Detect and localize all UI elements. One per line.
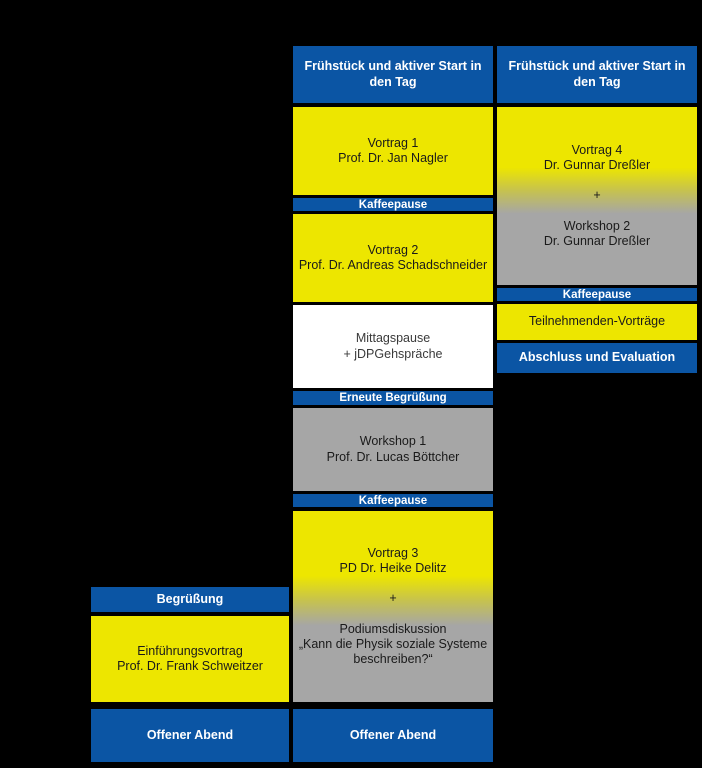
block-kaffeepause-day2-morning[interactable]: Kaffeepause <box>292 197 494 212</box>
block-erneute-begruessung[interactable]: Erneute Begrüßung <box>292 390 494 406</box>
block-vortrag-1[interactable]: Vortrag 1 Prof. Dr. Jan Nagler <box>292 106 494 196</box>
block-label: Workshop 1 Prof. Dr. Lucas Böttcher <box>326 434 460 464</box>
block-vortrag-4-workshop-2[interactable]: Vortrag 4 Dr. Gunnar Dreßler + Workshop … <box>496 106 698 286</box>
block-label: Erneute Begrüßung <box>339 392 447 404</box>
block-label: Vortrag 3 PD Dr. Heike Delitz + Podiumsd… <box>298 545 488 667</box>
block-label: Offener Abend <box>349 727 437 742</box>
block-fruehstueck-day3[interactable]: Frühstück und aktiver Start in den Tag <box>496 45 698 104</box>
block-fruehstueck-day2[interactable]: Frühstück und aktiver Start in den Tag <box>292 45 494 104</box>
block-abschluss-evaluation[interactable]: Abschluss und Evaluation <box>496 342 698 374</box>
block-label: Kaffeepause <box>358 198 428 211</box>
block-kaffeepause-day2-afternoon[interactable]: Kaffeepause <box>292 493 494 508</box>
block-workshop-1[interactable]: Workshop 1 Prof. Dr. Lucas Böttcher <box>292 407 494 492</box>
block-kaffeepause-day3[interactable]: Kaffeepause <box>496 287 698 302</box>
block-offener-abend-day1[interactable]: Offener Abend <box>90 708 290 763</box>
block-label: Teilnehmenden-Vorträge <box>528 314 666 329</box>
block-label: Offener Abend <box>146 727 234 742</box>
block-label: Kaffeepause <box>562 288 632 301</box>
block-vortrag-2[interactable]: Vortrag 2 Prof. Dr. Andreas Schadschneid… <box>292 213 494 303</box>
block-mittagspause[interactable]: Mittagspause + jDPGehspräche <box>292 304 494 389</box>
block-offener-abend-day2[interactable]: Offener Abend <box>292 708 494 763</box>
block-label: Vortrag 1 Prof. Dr. Jan Nagler <box>338 135 448 165</box>
block-label: Abschluss und Evaluation <box>518 350 676 365</box>
block-label: Vortrag 4 Dr. Gunnar Dreßler + Workshop … <box>543 142 651 249</box>
block-label: Begrüßung <box>156 591 224 606</box>
block-einfuehrungsvortrag[interactable]: Einführungsvortrag Prof. Dr. Frank Schwe… <box>90 615 290 703</box>
block-teilnehmenden-vortraege[interactable]: Teilnehmenden-Vorträge <box>496 303 698 341</box>
block-label: Kaffeepause <box>358 494 428 507</box>
block-label: Frühstück und aktiver Start in den Tag <box>304 59 482 89</box>
block-label: Mittagspause + jDPGehspräche <box>343 331 443 361</box>
block-label: Einführungsvortrag Prof. Dr. Frank Schwe… <box>117 643 263 673</box>
block-label: Frühstück und aktiver Start in den Tag <box>508 59 686 89</box>
block-label: Vortrag 2 Prof. Dr. Andreas Schadschneid… <box>298 242 488 272</box>
block-begruessung[interactable]: Begrüßung <box>90 586 290 613</box>
block-vortrag-3-podiumsdiskussion[interactable]: Vortrag 3 PD Dr. Heike Delitz + Podiumsd… <box>292 510 494 703</box>
